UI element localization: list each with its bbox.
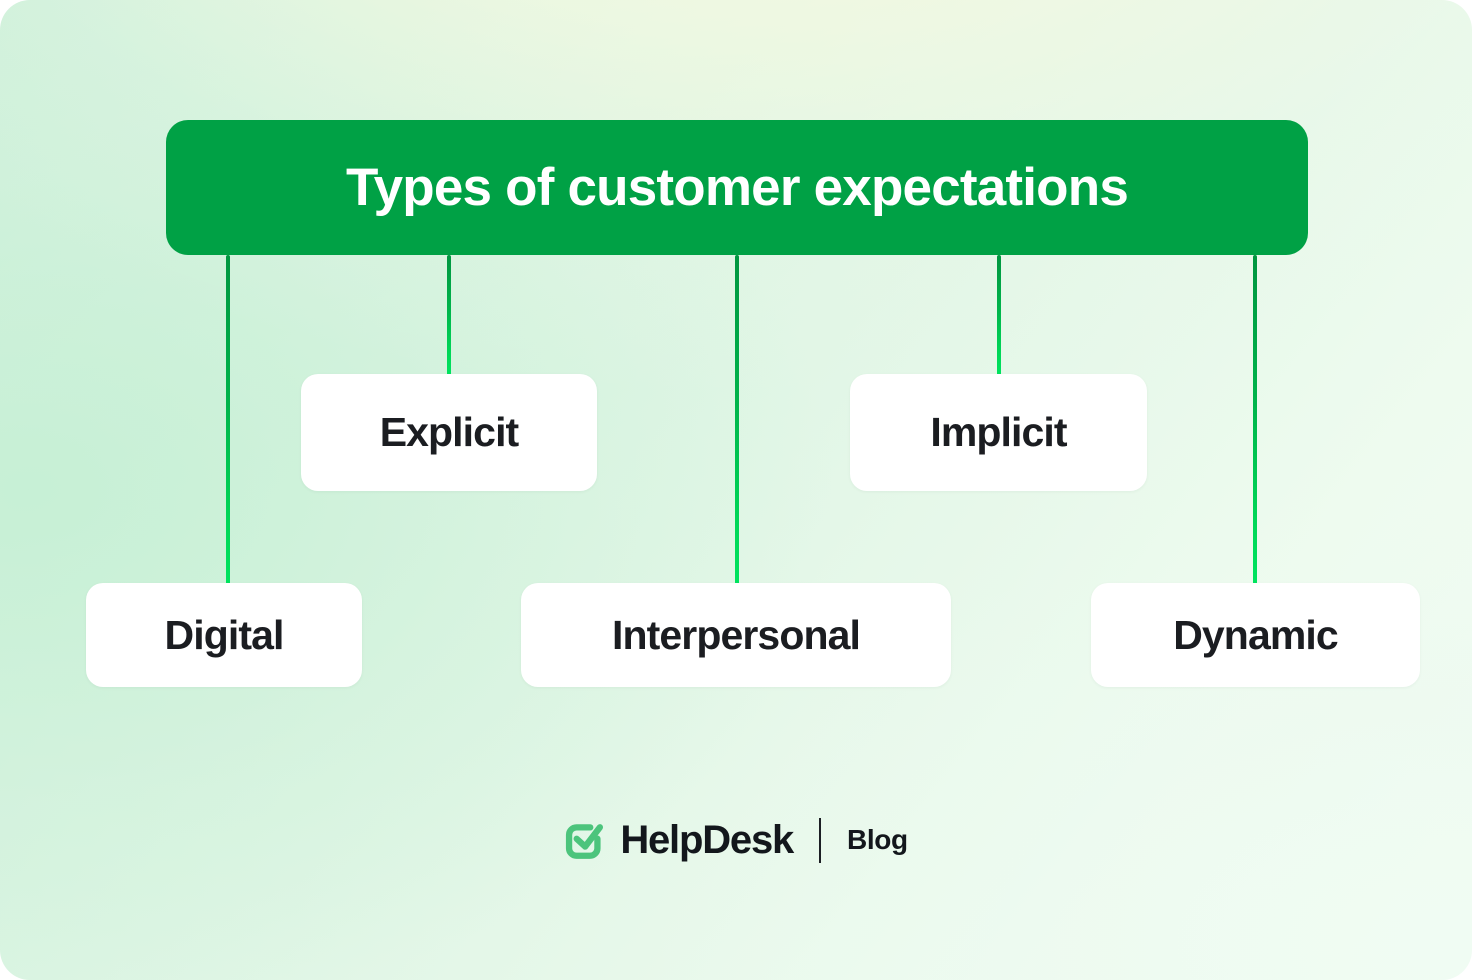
node-label-implicit: Implicit <box>930 409 1067 455</box>
connector-title-to-implicit <box>997 255 1001 376</box>
node-label-dynamic: Dynamic <box>1173 611 1339 658</box>
checkmark-square-icon <box>566 824 604 859</box>
connector-title-to-digital <box>226 255 230 585</box>
footer-brand-bar: HelpDesk Blog <box>0 800 1472 880</box>
node-label-digital: Digital <box>164 611 285 658</box>
connector-title-to-explicit <box>447 255 451 376</box>
connector-title-to-dynamic <box>1253 255 1257 585</box>
node-label-explicit: Explicit <box>379 409 520 455</box>
page-title: Types of customer expectations <box>345 158 1129 217</box>
node-card-dynamic: Dynamic <box>1091 583 1420 687</box>
diagram-title-bar: Types of customer expectations <box>166 120 1308 255</box>
footer-divider <box>819 817 822 863</box>
node-card-digital: Digital <box>86 583 362 687</box>
footer-section-label: Blog <box>847 824 908 855</box>
node-card-implicit: Implicit <box>850 374 1147 491</box>
brand-name: HelpDesk <box>620 818 794 862</box>
connector-title-to-interpersonal <box>735 255 739 585</box>
node-label-interpersonal: Interpersonal <box>611 611 861 658</box>
node-card-interpersonal: Interpersonal <box>521 583 951 687</box>
helpdesk-logo-lockup: HelpDesk <box>564 818 794 862</box>
node-card-explicit: Explicit <box>301 374 597 491</box>
